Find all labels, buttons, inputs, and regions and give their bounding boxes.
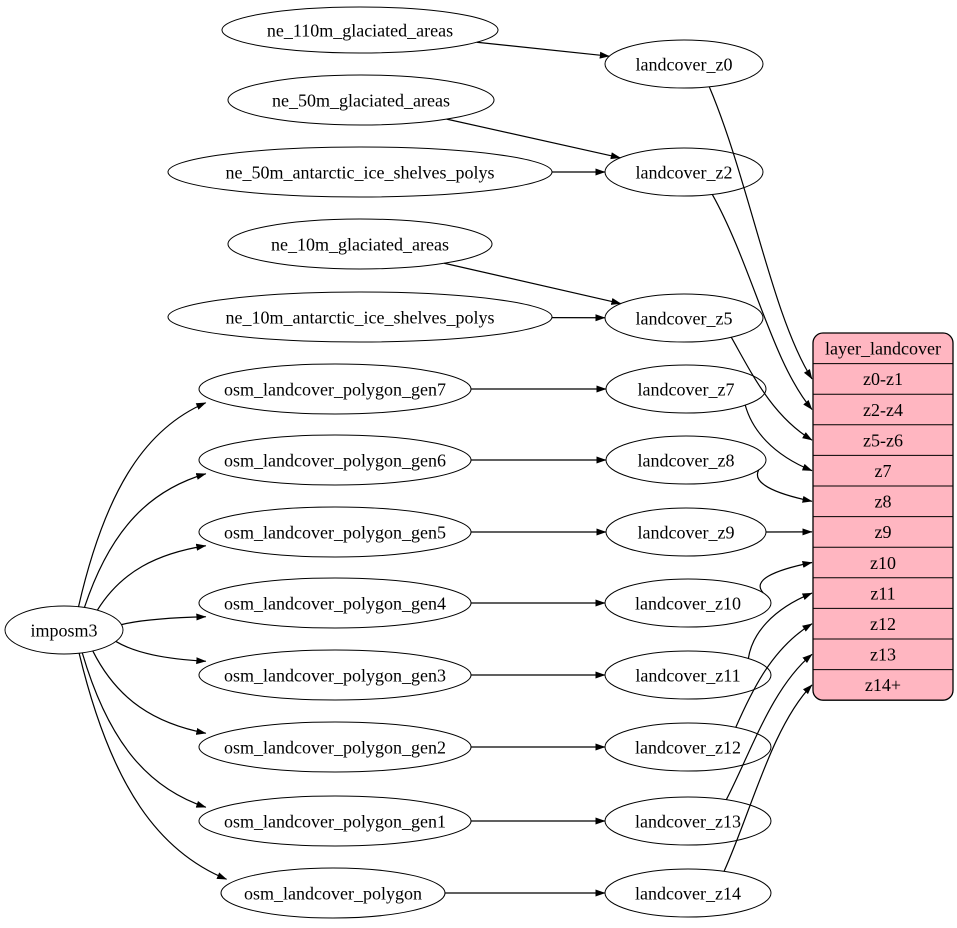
node-osm_landcover_polygon_gen5: osm_landcover_polygon_gen5 bbox=[199, 507, 471, 557]
table-row-z10: z10 bbox=[870, 553, 896, 573]
node-landcover_z9: landcover_z9 bbox=[606, 508, 766, 556]
node-osm_landcover_polygon_gen6: osm_landcover_polygon_gen6 bbox=[199, 435, 471, 485]
node-label: osm_landcover_polygon_gen5 bbox=[224, 522, 446, 542]
node-osm_landcover_polygon_gen1: osm_landcover_polygon_gen1 bbox=[199, 796, 471, 846]
node-label: osm_landcover_polygon_gen1 bbox=[224, 811, 446, 831]
node-label: osm_landcover_polygon_gen2 bbox=[224, 737, 446, 757]
edge-imposm3-to-osm_landcover_polygon bbox=[79, 653, 226, 879]
table-row-z12: z12 bbox=[870, 614, 896, 634]
edge-imposm3-to-osm_landcover_polygon_gen5 bbox=[97, 546, 205, 610]
table-row-z14+: z14+ bbox=[865, 675, 901, 695]
node-ne_50m_antarctic_ice_shelves_polys: ne_50m_antarctic_ice_shelves_polys bbox=[168, 147, 552, 197]
node-ne_50m_glaciated_areas: ne_50m_glaciated_areas bbox=[228, 75, 494, 125]
node-label: ne_110m_glaciated_areas bbox=[267, 20, 453, 40]
node-landcover_z14: landcover_z14 bbox=[605, 869, 771, 917]
table-row-z9: z9 bbox=[875, 522, 892, 542]
node-landcover_z13: landcover_z13 bbox=[605, 797, 771, 845]
node-landcover_z0: landcover_z0 bbox=[605, 40, 763, 88]
edge-imposm3-to-osm_landcover_polygon_gen6 bbox=[84, 474, 205, 608]
node-landcover_z11: landcover_z11 bbox=[605, 651, 771, 699]
node-label: imposm3 bbox=[30, 620, 97, 640]
edge-landcover_z8-to-z8 bbox=[757, 470, 812, 501]
node-landcover_z7: landcover_z7 bbox=[606, 365, 766, 413]
table-row-z7: z7 bbox=[875, 461, 892, 481]
node-osm_landcover_polygon_gen2: osm_landcover_polygon_gen2 bbox=[199, 722, 471, 772]
node-label: landcover_z8 bbox=[638, 450, 735, 470]
node-label: landcover_z14 bbox=[635, 883, 741, 903]
node-landcover_z12: landcover_z12 bbox=[605, 723, 771, 771]
edge-imposm3-to-osm_landcover_polygon_gen7 bbox=[79, 403, 206, 607]
table-row-z0-z1: z0-z1 bbox=[863, 369, 903, 389]
node-ne_10m_antarctic_ice_shelves_polys: ne_10m_antarctic_ice_shelves_polys bbox=[168, 292, 552, 342]
node-label: osm_landcover_polygon bbox=[244, 883, 422, 903]
table-row-z5-z6: z5-z6 bbox=[863, 430, 903, 450]
node-label: landcover_z10 bbox=[635, 593, 741, 613]
edge-imposm3-to-osm_landcover_polygon_gen3 bbox=[116, 641, 206, 661]
node-label: osm_landcover_polygon_gen7 bbox=[224, 379, 446, 399]
node-landcover_z10: landcover_z10 bbox=[605, 579, 771, 627]
table-row-z11: z11 bbox=[870, 583, 895, 603]
node-osm_landcover_polygon_gen3: osm_landcover_polygon_gen3 bbox=[199, 650, 471, 700]
node-landcover_z8: landcover_z8 bbox=[606, 436, 766, 484]
node-label: landcover_z11 bbox=[635, 665, 740, 685]
node-label: ne_50m_antarctic_ice_shelves_polys bbox=[226, 162, 495, 182]
node-label: ne_10m_antarctic_ice_shelves_polys bbox=[226, 307, 495, 327]
edge-ne_110m_glaciated_areas-to-landcover_z0 bbox=[477, 42, 610, 56]
node-osm_landcover_polygon_gen7: osm_landcover_polygon_gen7 bbox=[199, 364, 471, 414]
node-label: ne_10m_glaciated_areas bbox=[271, 234, 449, 254]
node-label: landcover_z0 bbox=[636, 54, 733, 74]
table-row-z13: z13 bbox=[870, 645, 896, 665]
node-imposm3: imposm3 bbox=[5, 606, 123, 654]
node-label: landcover_z13 bbox=[635, 811, 741, 831]
layer-landcover-table: layer_landcover z0-z1 z2-z4 z5-z6 z7 z8 z9 z10 z… bbox=[813, 333, 953, 700]
node-ne_110m_glaciated_areas: ne_110m_glaciated_areas bbox=[222, 7, 498, 53]
table-header: layer_landcover bbox=[825, 339, 941, 359]
edge-imposm3-to-osm_landcover_polygon_gen1 bbox=[82, 653, 206, 807]
node-label: osm_landcover_polygon_gen6 bbox=[224, 450, 446, 470]
node-label: osm_landcover_polygon_gen3 bbox=[224, 665, 446, 685]
node-label: landcover_z12 bbox=[635, 737, 741, 757]
node-landcover_z5: landcover_z5 bbox=[605, 294, 763, 342]
node-osm_landcover_polygon: osm_landcover_polygon bbox=[221, 868, 445, 918]
node-label: ne_50m_glaciated_areas bbox=[272, 90, 450, 110]
edge-imposm3-to-osm_landcover_polygon_gen4 bbox=[122, 617, 206, 625]
node-ne_10m_glaciated_areas: ne_10m_glaciated_areas bbox=[228, 219, 492, 269]
node-label: landcover_z5 bbox=[636, 308, 733, 328]
node-label: landcover_z7 bbox=[638, 379, 735, 399]
edge-landcover_z10-to-z10 bbox=[760, 563, 812, 593]
node-label: landcover_z2 bbox=[636, 162, 733, 182]
node-label: osm_landcover_polygon_gen4 bbox=[224, 593, 446, 613]
table-row-z2-z4: z2-z4 bbox=[863, 400, 903, 420]
node-label: landcover_z9 bbox=[638, 522, 735, 542]
table-row-z8: z8 bbox=[875, 492, 892, 512]
node-osm_landcover_polygon_gen4: osm_landcover_polygon_gen4 bbox=[199, 578, 471, 628]
